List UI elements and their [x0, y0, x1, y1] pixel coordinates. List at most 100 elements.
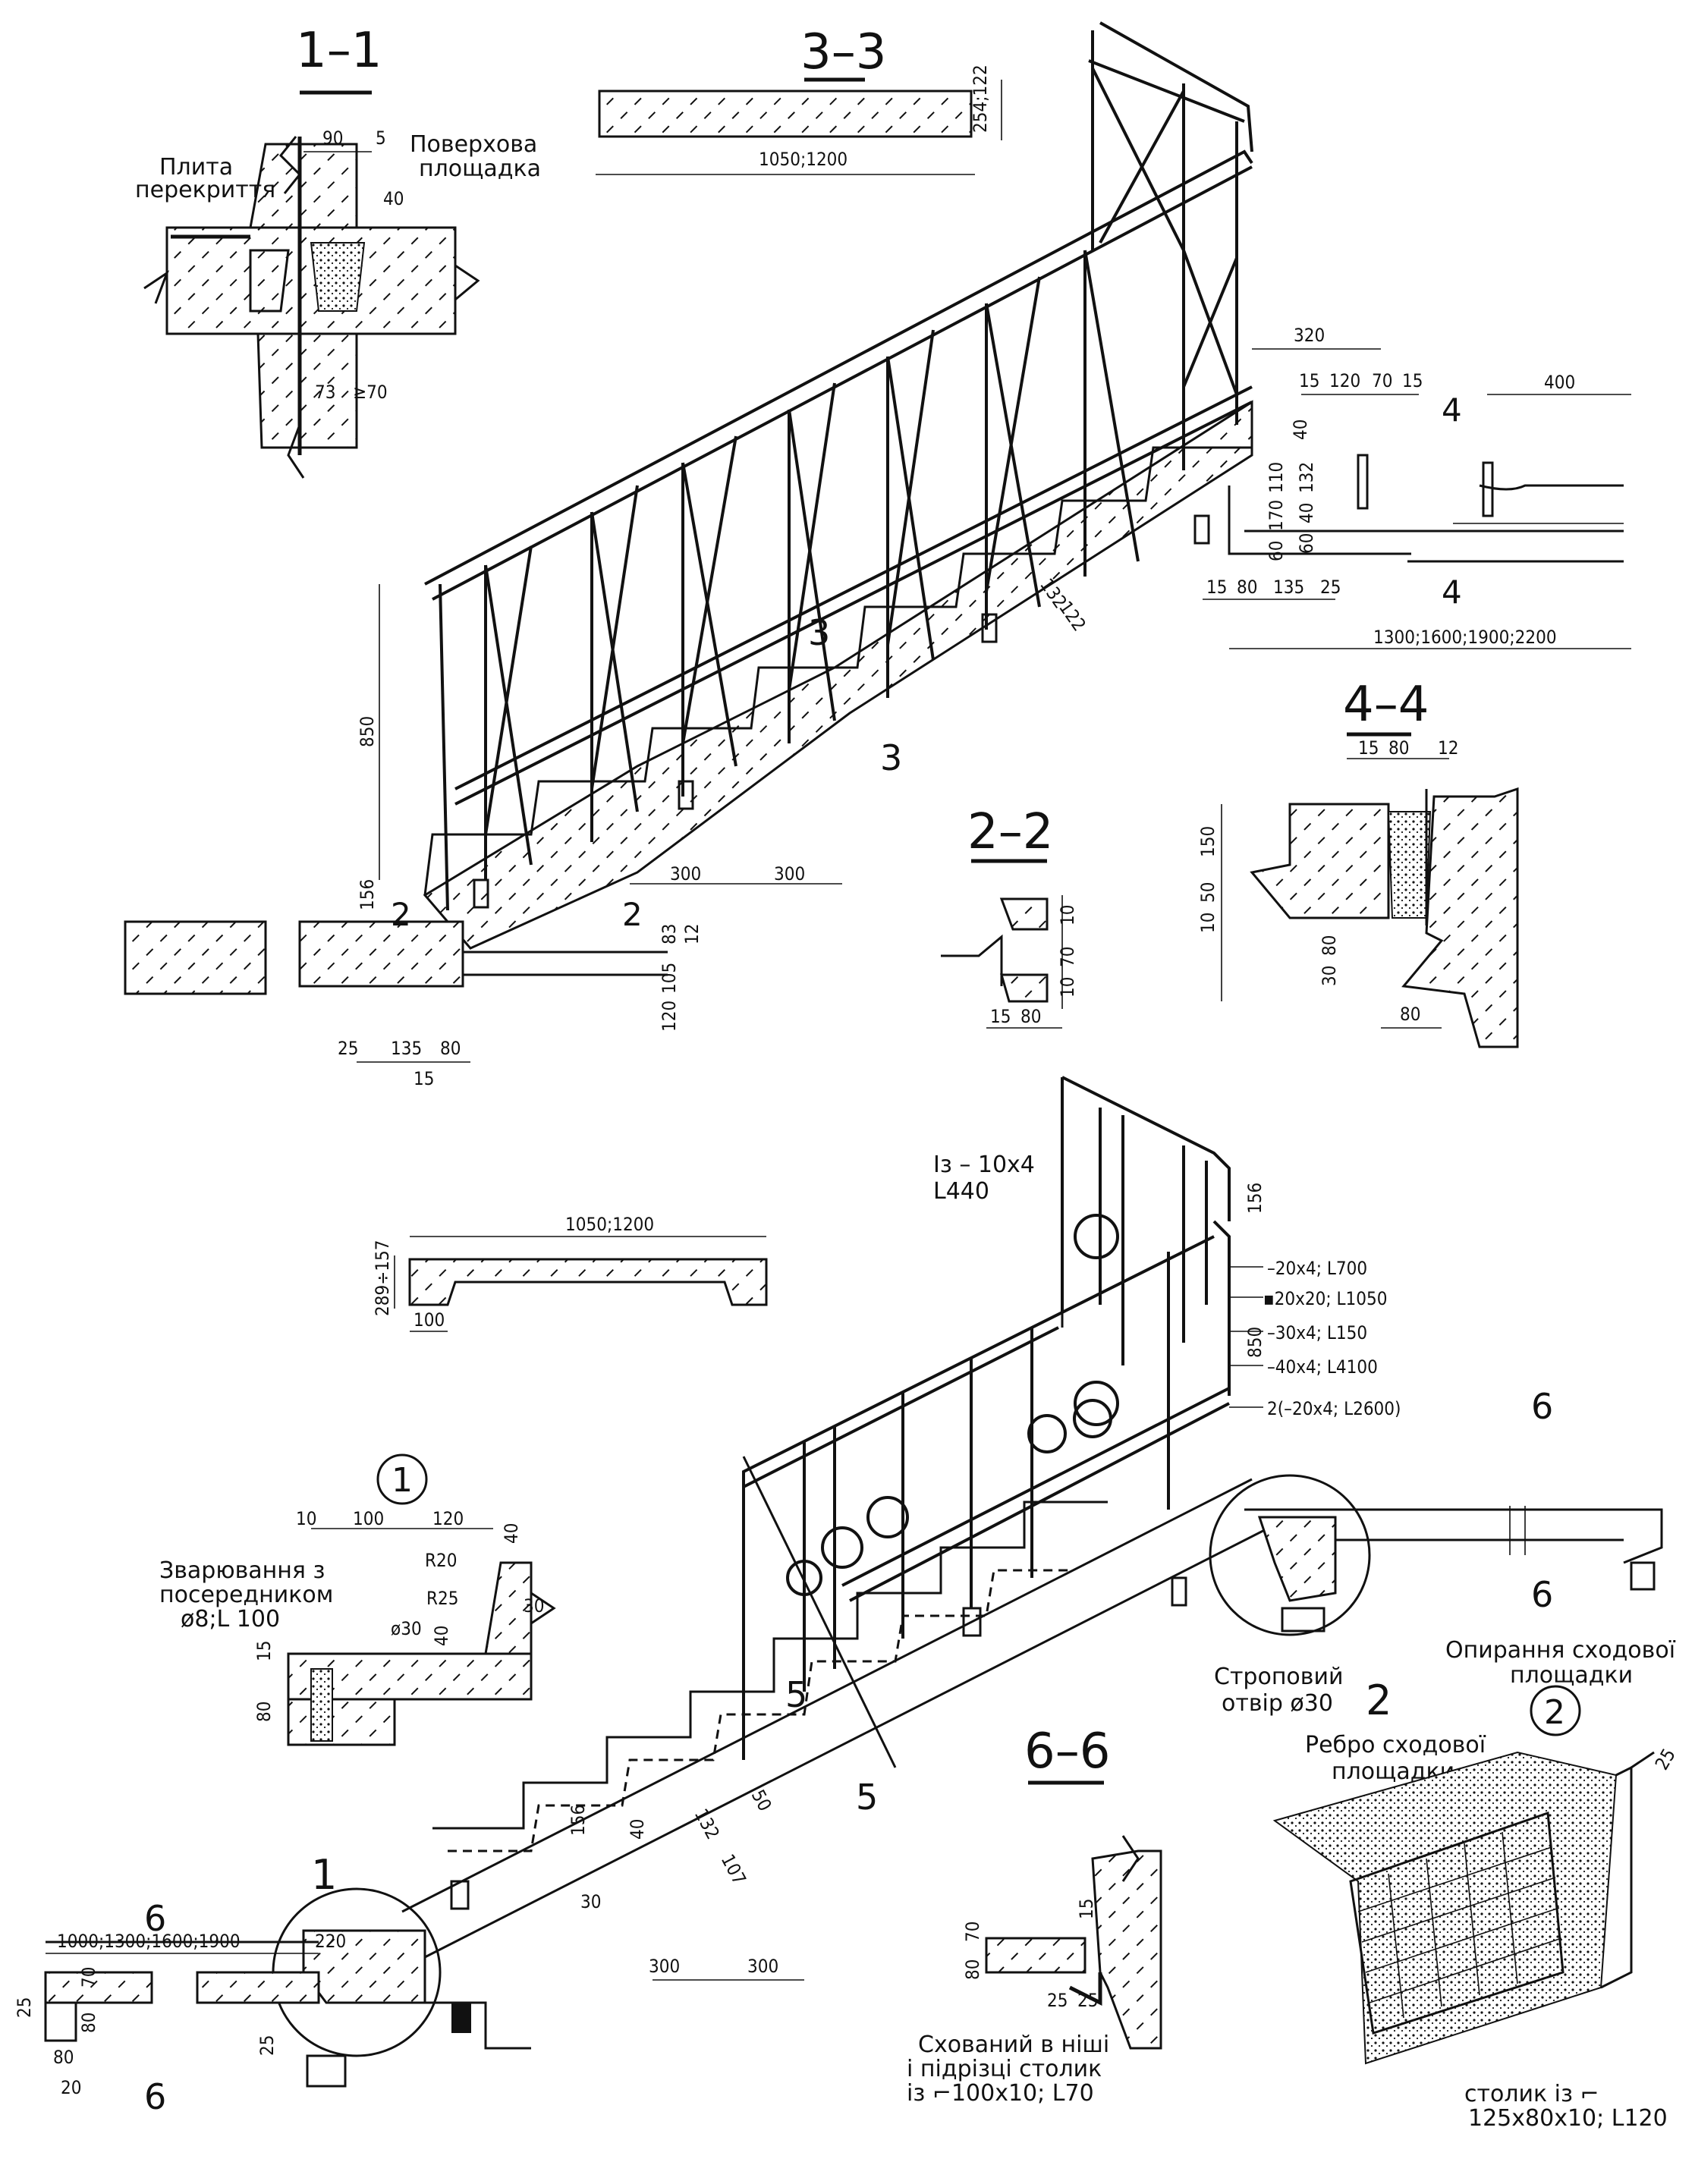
svg-text:2: 2 [622, 896, 643, 933]
svg-text:30: 30 [524, 1595, 544, 1617]
svg-text:80: 80 [78, 2013, 99, 2033]
svg-text:254;122: 254;122 [970, 64, 991, 133]
svg-text:70: 70 [962, 1922, 983, 1942]
callout-detail-2: 2 [1366, 1676, 1392, 1724]
svg-text:100: 100 [414, 1309, 445, 1331]
svg-text:135: 135 [1273, 577, 1304, 598]
section-3-3: 3–3 1050;1200 254;122 [596, 24, 1002, 175]
svg-text:40: 40 [431, 1626, 452, 1646]
label-iz-1: Із – 10х4 [933, 1152, 1035, 1178]
svg-text:100: 100 [353, 1508, 384, 1529]
svg-text:15: 15 [1402, 370, 1423, 391]
svg-text:15: 15 [1076, 1899, 1097, 1919]
label-poverkh-1: Поверхова [410, 131, 537, 158]
svg-text:10: 10 [1197, 913, 1219, 933]
svg-text:120: 120 [432, 1508, 464, 1529]
label-skhov-2: і підрізці столик [907, 2056, 1102, 2082]
spec-line-2: ▪20х20; L1050 [1263, 1288, 1387, 1309]
label-poverkh-2: площадка [419, 156, 541, 182]
spec-line-1: –20х4; L700 [1267, 1258, 1367, 1279]
svg-text:25: 25 [1651, 1745, 1680, 1774]
label-strop-2: отвір ø30 [1222, 1690, 1333, 1717]
svg-text:3: 3 [880, 737, 902, 778]
svg-text:73: 73 [315, 382, 335, 403]
svg-text:5: 5 [785, 1674, 807, 1715]
section-title-6-6: 6–6 [1024, 1724, 1110, 1780]
svg-text:15: 15 [1358, 737, 1379, 759]
svg-text:6: 6 [144, 1898, 166, 1939]
section-1-1: 1–1 Плита перекриття Поверхова площадка … [135, 23, 541, 479]
svg-text:25: 25 [256, 2035, 278, 2056]
svg-text:25: 25 [1320, 577, 1341, 598]
svg-text:5: 5 [856, 1777, 878, 1818]
svg-text:20: 20 [61, 2077, 81, 2098]
svg-text:4: 4 [1442, 391, 1462, 429]
svg-text:R25: R25 [426, 1588, 458, 1609]
svg-text:1000;1300;1600;1900: 1000;1300;1600;1900 [57, 1931, 241, 1952]
section-4-4: 4–4 15 80 12 150 50 10 30 80 80 [1197, 677, 1519, 1048]
section-6-6: 6–6 70 80 15 25 25 Схований в ніші і під… [907, 1724, 1162, 2107]
label-skhov-1: Схований в ніші [918, 2032, 1109, 2058]
svg-text:60: 60 [1266, 541, 1287, 561]
svg-text:80: 80 [1400, 1004, 1420, 1025]
svg-text:80: 80 [1319, 935, 1340, 956]
svg-text:25: 25 [14, 1997, 35, 2018]
detail-2-circle [1209, 1474, 1371, 1636]
svg-text:1050;1200: 1050;1200 [759, 149, 848, 170]
svg-text:25: 25 [1077, 1990, 1098, 2011]
svg-text:90: 90 [322, 127, 343, 149]
svg-text:70: 70 [1057, 947, 1078, 967]
svg-text:150: 150 [1197, 826, 1219, 857]
svg-text:80: 80 [53, 2047, 74, 2068]
svg-text:850: 850 [357, 716, 378, 747]
svg-text:120: 120 [659, 1001, 680, 1032]
svg-text:70: 70 [1372, 370, 1392, 391]
svg-text:132: 132 [1296, 462, 1317, 493]
svg-text:1300;1600;1900;2200: 1300;1600;1900;2200 [1373, 627, 1557, 648]
svg-text:80: 80 [1237, 577, 1257, 598]
spec-line-3: –30х4; L150 [1267, 1322, 1367, 1343]
section-title-1-1: 1–1 [296, 23, 382, 79]
svg-text:ø30: ø30 [391, 1618, 422, 1639]
label-stolyk-2: 125х80х10; L120 [1468, 2105, 1668, 2132]
svg-text:R20: R20 [425, 1550, 457, 1571]
label-opyr-1: Опирання сходової [1445, 1637, 1676, 1664]
detail-1: 1 10 100 120 40 R20 R25 ø30 40 30 15 80 … [159, 1453, 556, 1746]
label-plyta-2: перекриття [135, 177, 275, 203]
section-title-4-4: 4–4 [1343, 677, 1429, 733]
step-profile: 1050;1200 289÷157 100 [372, 1214, 768, 1332]
svg-text:300: 300 [670, 863, 701, 885]
svg-text:105: 105 [659, 963, 680, 994]
svg-text:400: 400 [1544, 372, 1575, 393]
svg-text:15: 15 [253, 1641, 275, 1661]
svg-text:25: 25 [338, 1038, 358, 1059]
svg-text:10: 10 [1057, 977, 1078, 998]
spec-line-5: 2(–20х4; L2600) [1267, 1398, 1401, 1419]
svg-text:2: 2 [391, 896, 411, 933]
svg-text:15: 15 [990, 1006, 1011, 1027]
svg-text:107: 107 [717, 1851, 750, 1889]
label-zvar-2: посередником [159, 1582, 333, 1608]
svg-text:40: 40 [627, 1819, 648, 1840]
svg-text:80: 80 [253, 1702, 275, 1722]
svg-text:156: 156 [1244, 1183, 1266, 1214]
svg-text:300: 300 [649, 1956, 680, 1977]
svg-text:83: 83 [659, 924, 680, 944]
svg-text:40: 40 [1296, 503, 1317, 523]
svg-text:6: 6 [1531, 1574, 1553, 1615]
svg-text:300: 300 [774, 863, 805, 885]
svg-text:300: 300 [747, 1956, 778, 1977]
svg-text:3: 3 [808, 612, 830, 653]
svg-text:1050;1200: 1050;1200 [565, 1214, 654, 1235]
svg-text:15: 15 [1206, 577, 1227, 598]
svg-text:156: 156 [568, 1805, 589, 1836]
svg-text:320: 320 [1294, 325, 1325, 346]
label-skhov-3: із ⌐100х10; L70 [907, 2080, 1094, 2107]
spec-line-4: –40х4; L4100 [1267, 1356, 1378, 1378]
label-iz-2: L440 [933, 1178, 989, 1205]
lower-stair-flight: 300 300 156 132 50 107 40 30 1000;1300;1… [14, 1076, 1676, 2117]
svg-text:80: 80 [1020, 1006, 1041, 1027]
label-rebro-1: Ребро сходової [1305, 1732, 1486, 1758]
svg-text:289÷157: 289÷157 [372, 1240, 393, 1317]
